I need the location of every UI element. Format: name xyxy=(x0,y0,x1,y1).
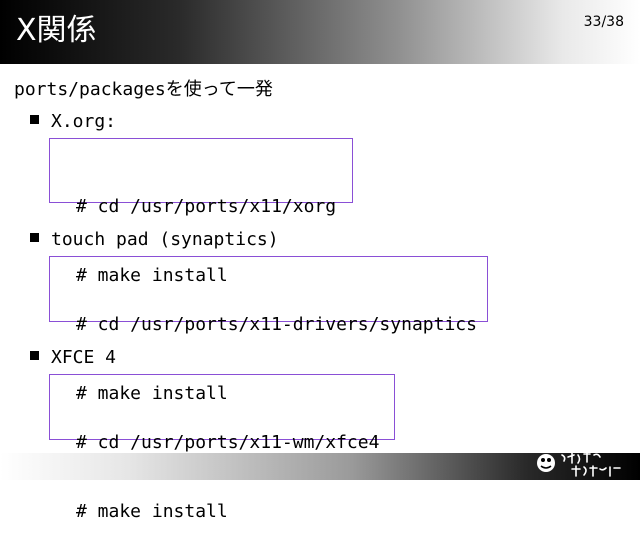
code-line: # make install xyxy=(76,265,228,286)
square-bullet-icon xyxy=(30,115,39,124)
bullet-synaptics: touch pad (synaptics) xyxy=(30,228,279,252)
code-line: # make install xyxy=(76,383,228,404)
footer-bar xyxy=(0,453,640,480)
page-number: 33/38 xyxy=(583,14,624,30)
bullet-label: touch pad (synaptics) xyxy=(51,229,279,250)
code-line: # cd /usr/ports/x11-drivers/synaptics xyxy=(76,314,477,335)
bullet-xorg: X.org: xyxy=(30,110,116,134)
intro-text: ports/packagesを使って一発 xyxy=(14,79,273,100)
slide-title: X関係 xyxy=(16,13,97,48)
bullet-xfce: XFCE 4 xyxy=(30,346,116,370)
square-bullet-icon xyxy=(30,233,39,242)
header-bar: X関係 33/38 xyxy=(0,0,640,64)
brand-logo-icon xyxy=(537,451,621,477)
code-line: # make install xyxy=(76,501,228,522)
code-block-xorg: # cd /usr/ports/x11/xorg # make install xyxy=(49,138,353,286)
code-block-synaptics: # cd /usr/ports/x11-drivers/synaptics # … xyxy=(49,256,488,404)
bullet-label: X.org: xyxy=(51,111,117,132)
square-bullet-icon xyxy=(30,351,39,360)
code-line: # cd /usr/ports/x11/xorg xyxy=(76,196,337,217)
code-line: # cd /usr/ports/x11-wm/xfce4 xyxy=(76,432,380,453)
code-block-xfce: # cd /usr/ports/x11-wm/xfce4 # make inst… xyxy=(49,374,395,522)
bullet-label: XFCE 4 xyxy=(51,347,117,368)
